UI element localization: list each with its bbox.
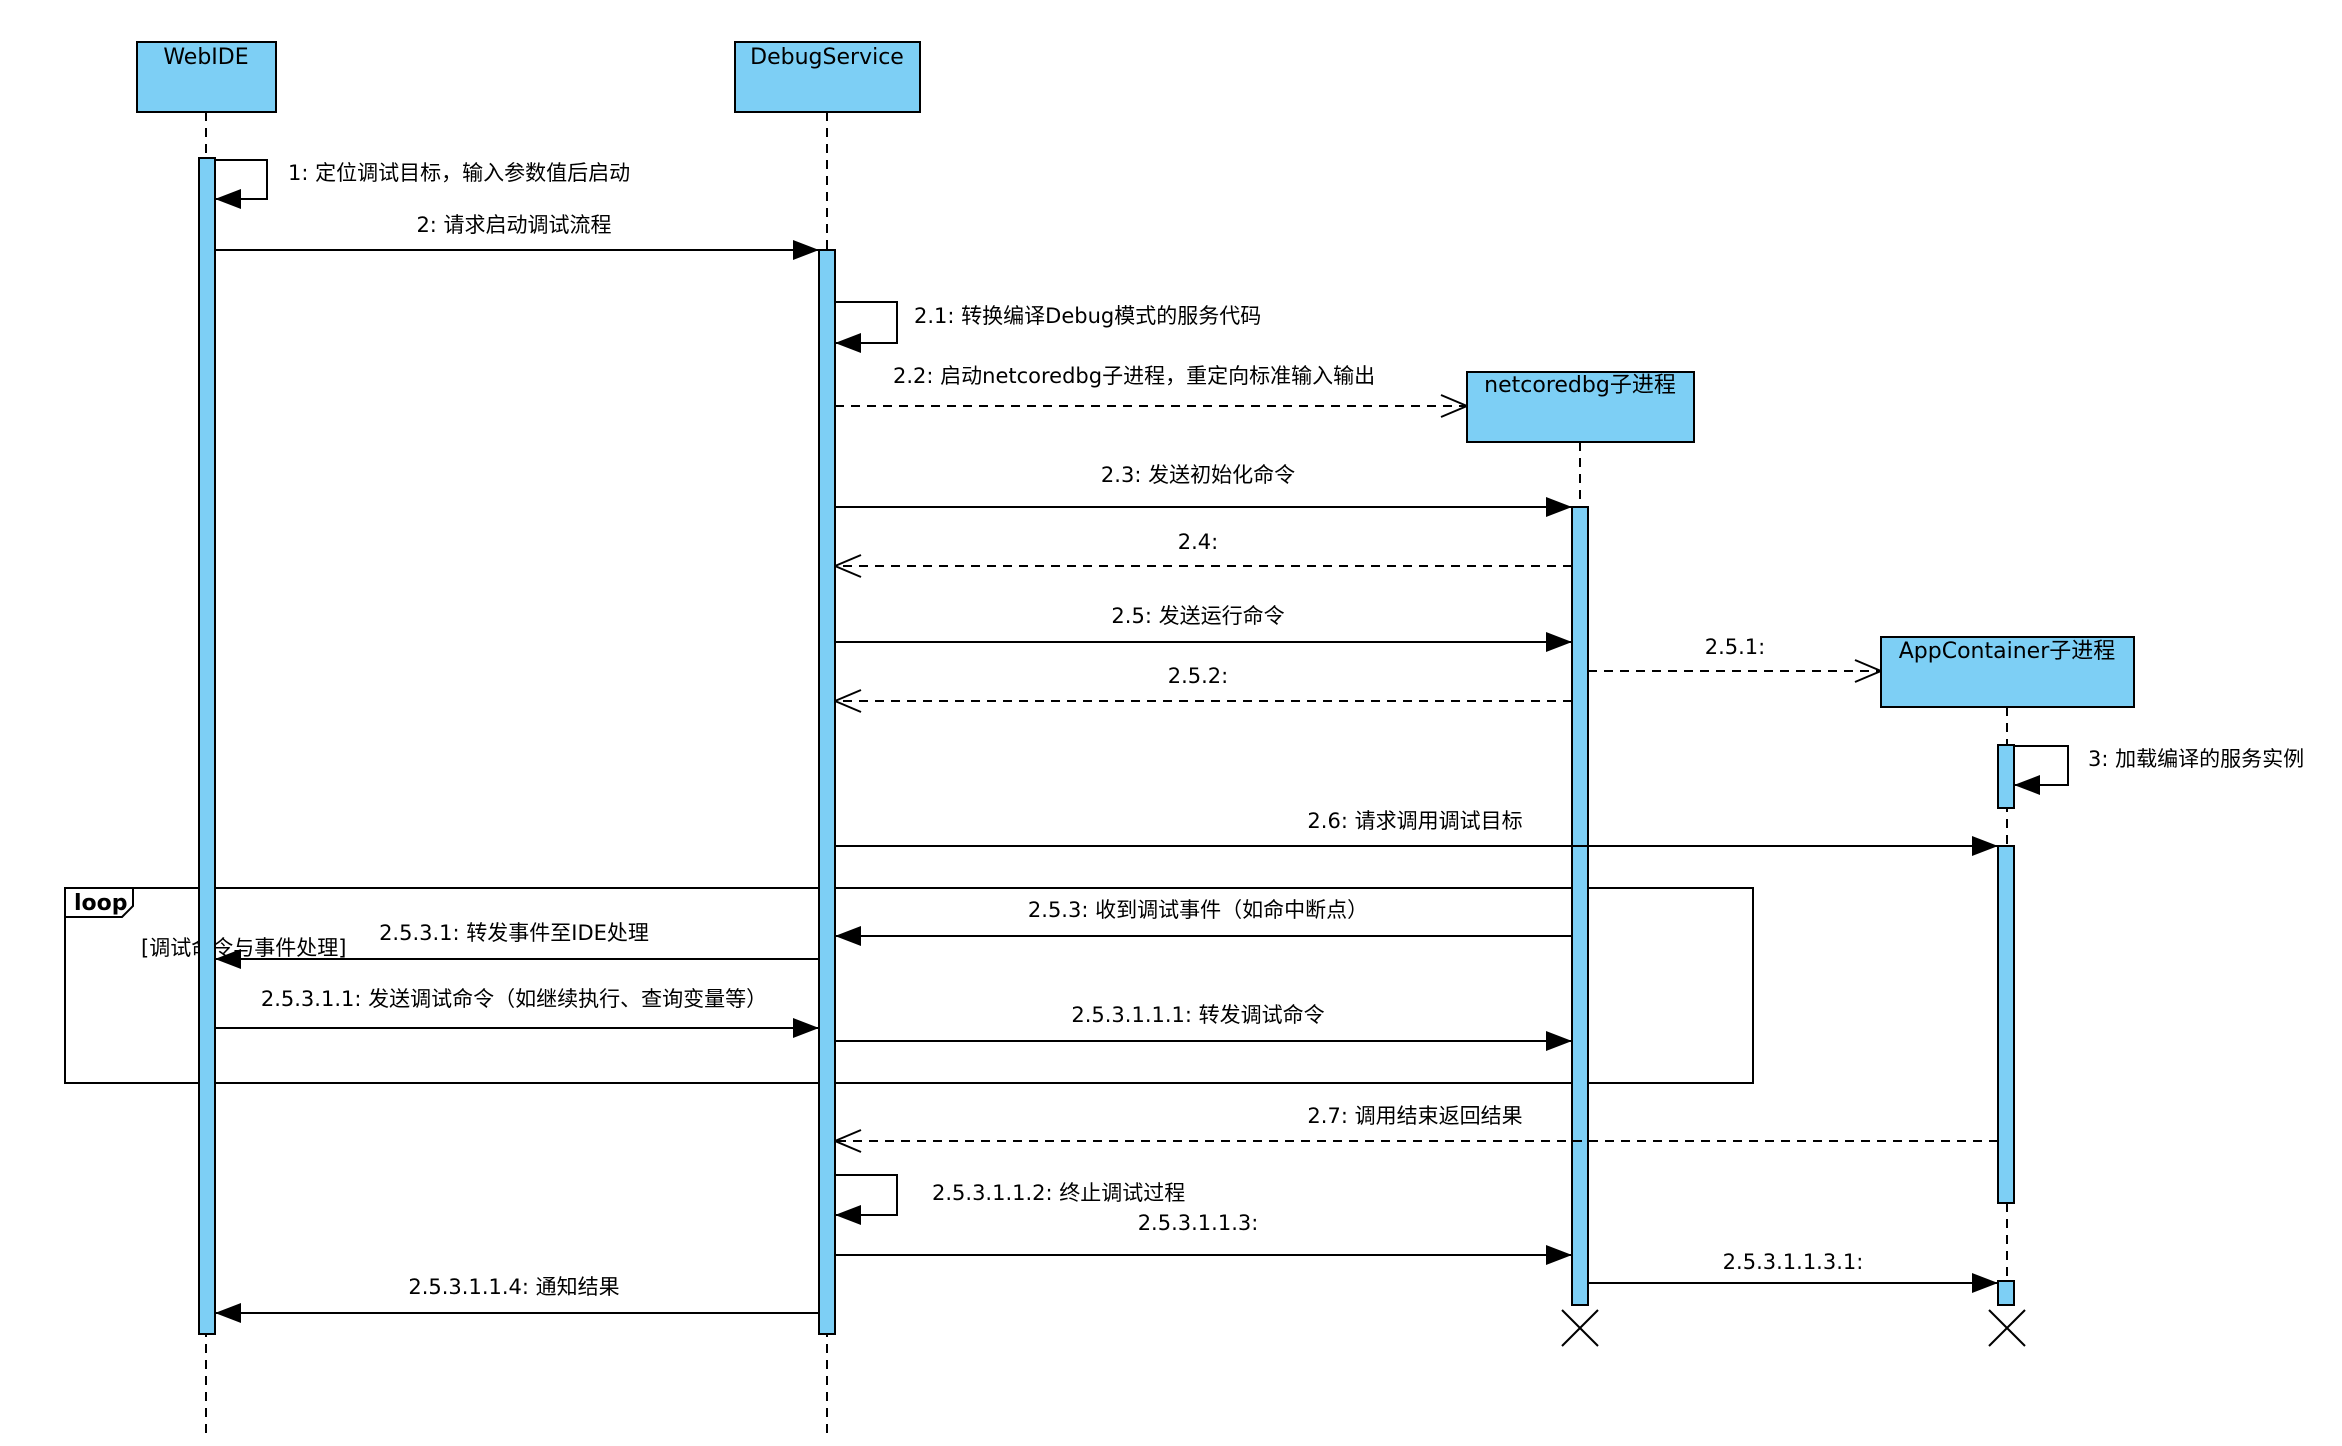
message-label: 2.7: 调用结束返回结果 [1307, 1104, 1522, 1128]
activation-netcoredbg [1571, 506, 1589, 1306]
message-label: 2.5.1: [1705, 635, 1766, 659]
participant-netcoredbg: netcoredbg子进程 [1466, 371, 1695, 443]
message-label: 2.1: 转换编译Debug模式的服务代码 [914, 304, 1261, 328]
loop-guard: [调试命令与事件处理] [141, 936, 346, 960]
activation-webide [198, 157, 216, 1335]
participant-webide: WebIDE [136, 41, 277, 113]
participant-label: netcoredbg子进程 [1484, 373, 1676, 398]
loop-frame: loop [调试命令与事件处理] [64, 887, 1754, 1084]
participant-label: WebIDE [163, 45, 248, 70]
message-label: 3: 加载编译的服务实例 [2088, 747, 2304, 771]
message-label: 2.2: 启动netcoredbg子进程，重定向标准输入输出 [893, 364, 1375, 388]
activation-appcontainer-invoke [1997, 845, 2015, 1204]
message-1-arrow [215, 159, 268, 209]
activation-appcontainer-load [1997, 744, 2015, 809]
message-label: 2.3: 发送初始化命令 [1101, 463, 1295, 487]
message-label: 2: 请求启动调试流程 [416, 213, 611, 237]
loop-keyword: loop [74, 891, 128, 916]
message-label: 2.5.2: [1168, 664, 1229, 688]
activation-appcontainer-terminate [1997, 1280, 2015, 1306]
message-label: 2.5.3.1.1: 发送调试命令（如继续执行、查询变量等） [261, 987, 767, 1011]
destroy-appcontainer-icon [1988, 1309, 2026, 1347]
destroy-netcoredbg-icon [1561, 1309, 1599, 1347]
participant-appcontainer: AppContainer子进程 [1880, 636, 2135, 708]
participant-debugservice: DebugService [734, 41, 921, 113]
message-label: 2.6: 请求调用调试目标 [1307, 809, 1522, 833]
message-label: 2.5.3: 收到调试事件（如命中断点） [1028, 898, 1368, 922]
message-label: 2.5.3.1.1.1: 转发调试命令 [1071, 1003, 1324, 1027]
message-label: 2.5.3.1.1.2: 终止调试过程 [932, 1181, 1185, 1205]
message-label: 2.4: [1178, 530, 1218, 554]
message-label: 2.5.3.1: 转发事件至IDE处理 [379, 921, 649, 945]
message-label: 2.5.3.1.1.4: 通知结果 [408, 1275, 619, 1299]
message-label: 2.5.3.1.1.3.1: [1723, 1250, 1864, 1274]
message-2-5-3-1-1-2-arrow [835, 1174, 898, 1225]
participant-label: DebugService [750, 45, 904, 70]
message-label: 1: 定位调试目标，输入参数值后启动 [288, 161, 630, 185]
activation-debugservice [818, 249, 836, 1335]
message-3-arrow [2014, 745, 2069, 795]
message-2-1-arrow [835, 301, 898, 353]
message-label: 2.5.3.1.1.3: [1138, 1211, 1259, 1235]
message-label: 2.5: 发送运行命令 [1111, 604, 1284, 628]
participant-label: AppContainer子进程 [1899, 639, 2116, 664]
